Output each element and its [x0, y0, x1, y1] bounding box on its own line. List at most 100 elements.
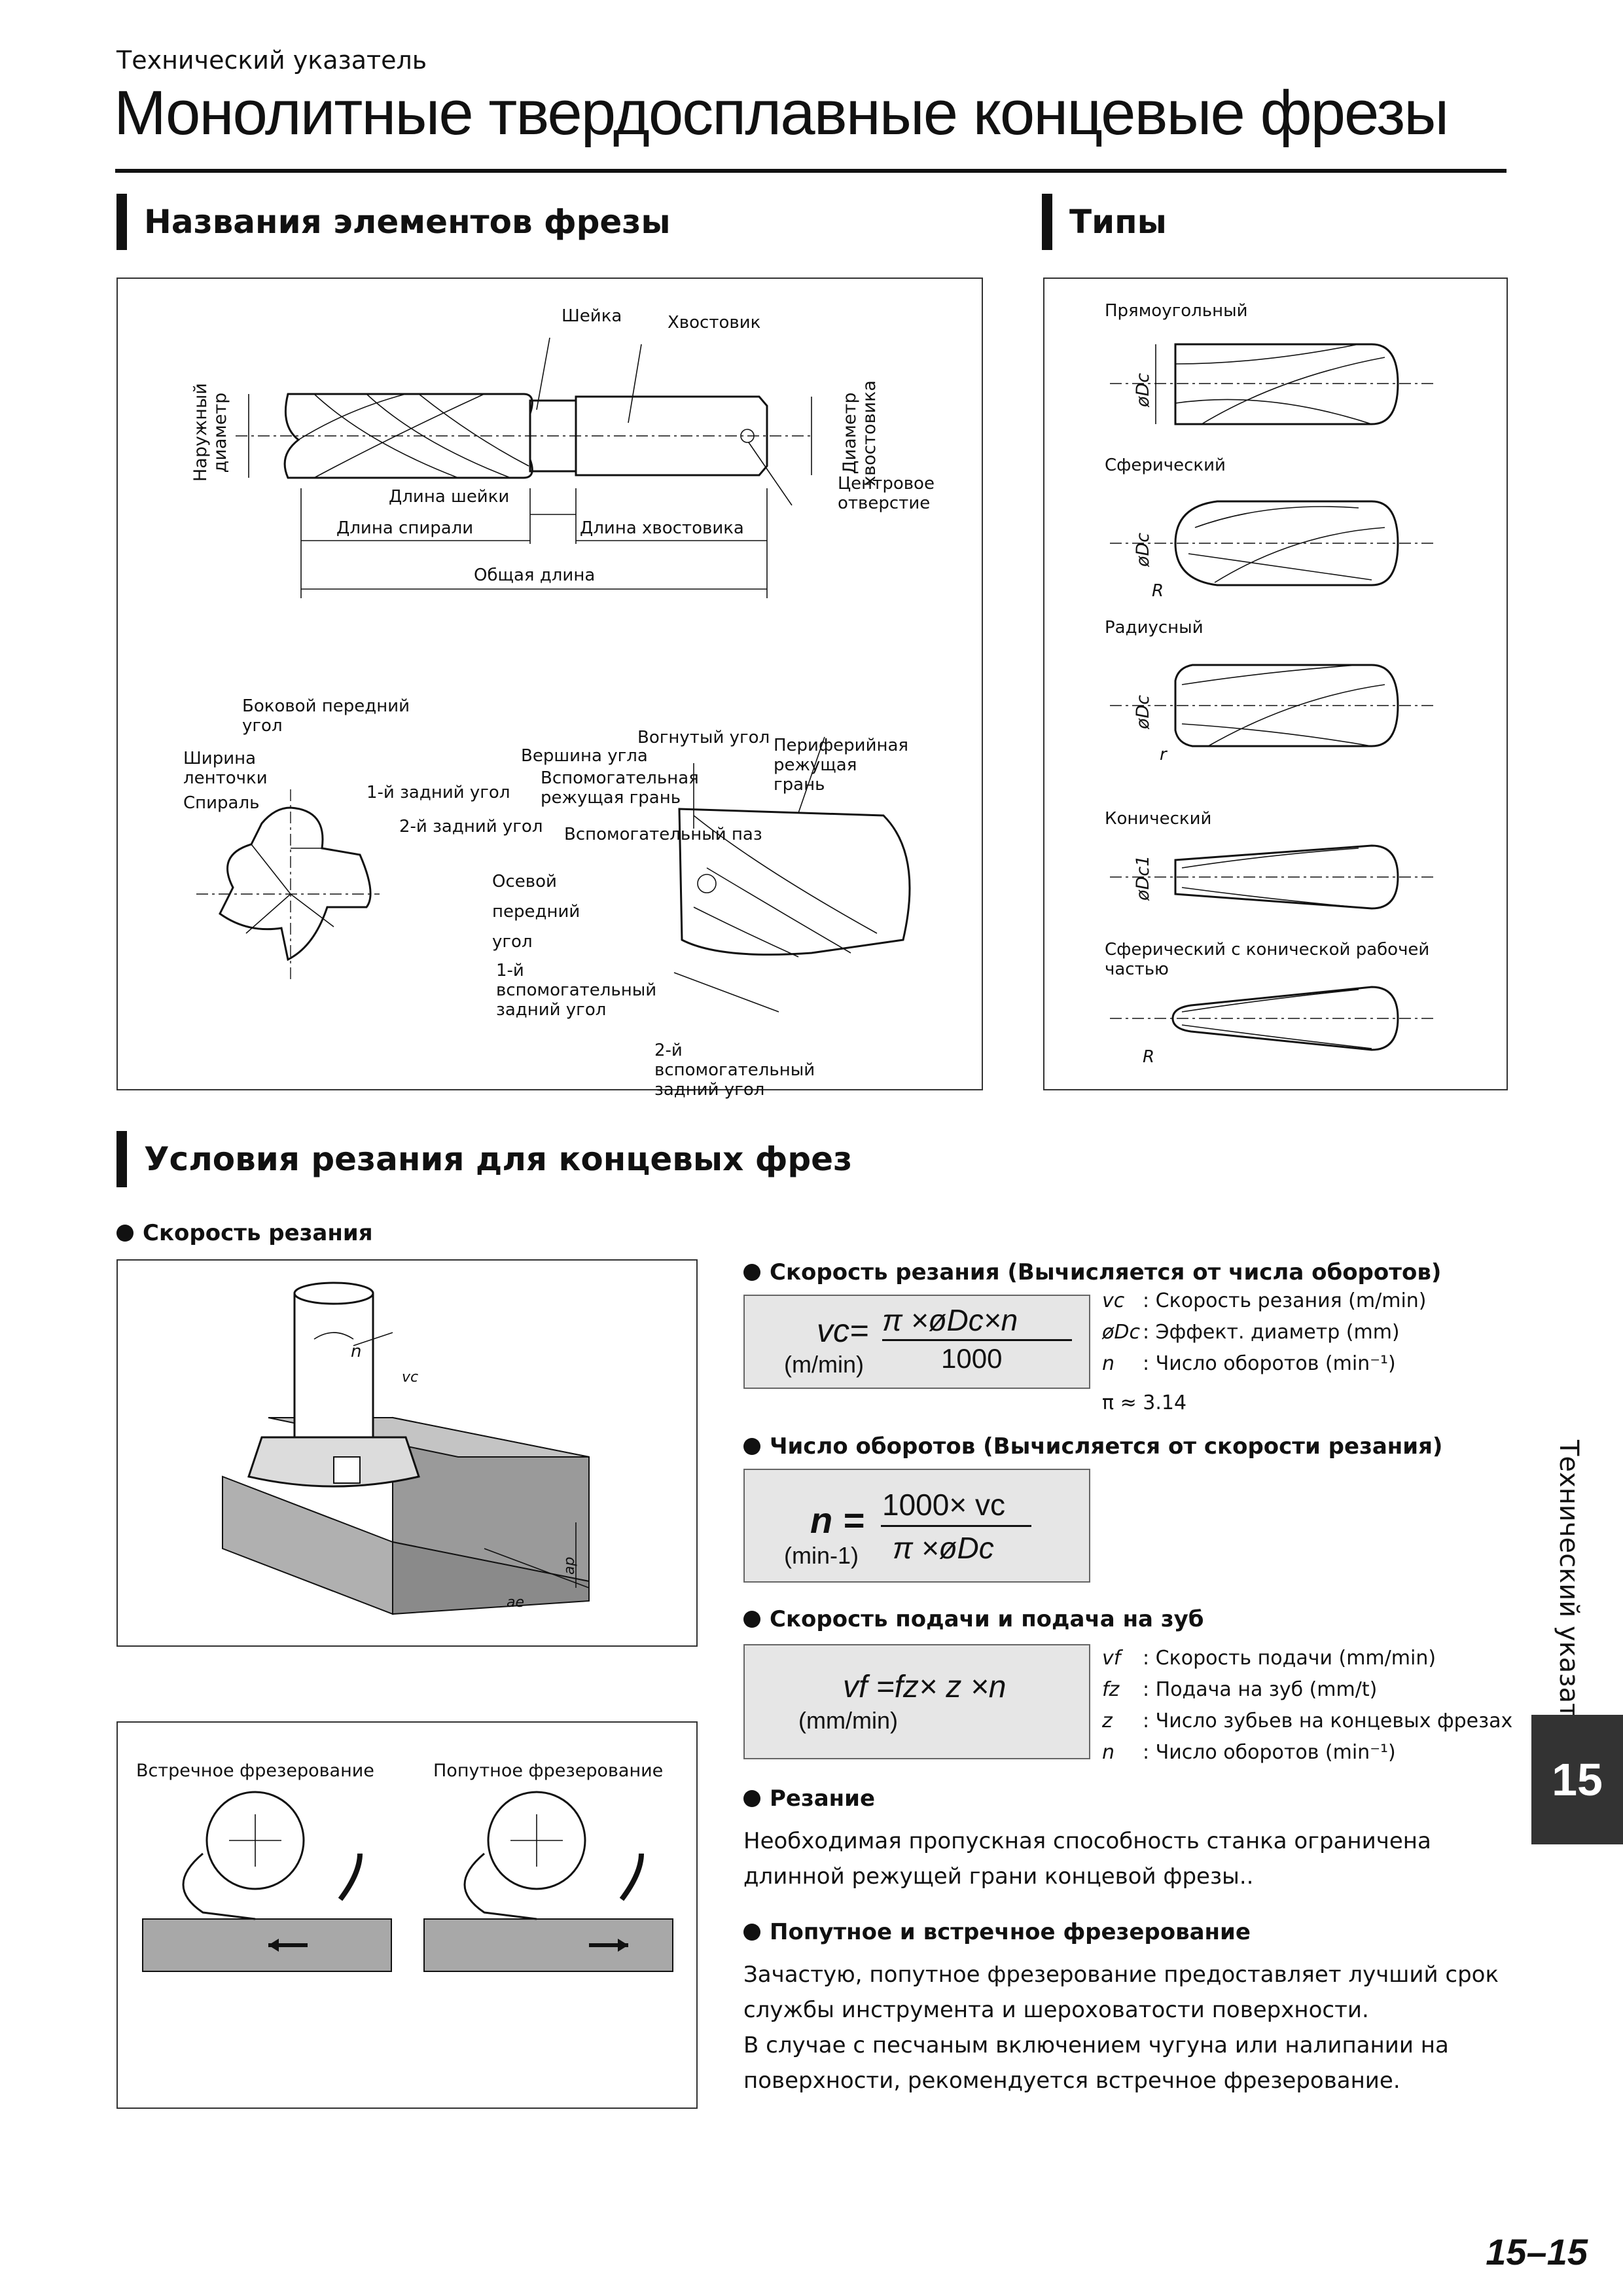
- legend-sym: n: [1102, 1741, 1115, 1764]
- type-radius-radius: r: [1160, 745, 1167, 764]
- vc-numerator: π ×øDc×n: [882, 1303, 1018, 1337]
- pi-note: π ≈ 3.14: [1102, 1391, 1187, 1414]
- bullet-icon: [743, 1264, 760, 1281]
- label-end-secondary-relief: 2-й вспомогательный задний угол: [654, 1041, 815, 1100]
- heading-bar: [1042, 194, 1052, 250]
- label-overall-length: Общая длина: [474, 565, 596, 585]
- fraction-bar: [882, 1339, 1072, 1341]
- legend-row: n : Число оборотов (min⁻¹): [1102, 1348, 1427, 1380]
- type-radius-dim: øDc: [1133, 694, 1153, 729]
- label-shank: Хвостовик: [668, 313, 761, 332]
- legend-text: : Число зубьев на концевых фрезах: [1143, 1710, 1513, 1732]
- label-corner: Вершина угла: [521, 746, 648, 766]
- types-heading-text: Типы: [1069, 203, 1167, 241]
- type-ball-taper-label: Сферический с конической рабочей частью: [1105, 940, 1430, 979]
- speed-heading: Скорость резания: [116, 1220, 373, 1246]
- type-taper-dim: øDc1: [1133, 855, 1153, 901]
- label-land-width: Ширина ленточки: [183, 749, 268, 788]
- n-formula-box: n = (min-1) 1000× vc π ×øDc: [743, 1469, 1090, 1583]
- n-heading: Число оборотов (Вычисляется от скорости …: [743, 1433, 1442, 1460]
- type-radius-label: Радиусный: [1105, 618, 1204, 637]
- feed-unit: (mm/min): [798, 1707, 898, 1734]
- label-concave-angle: Вогнутый угол: [637, 728, 770, 747]
- feed-heading: Скорость подачи и подача на зуб: [743, 1606, 1204, 1632]
- fig-label-ap: ap: [562, 1556, 578, 1575]
- legend-sym: fz: [1102, 1678, 1120, 1701]
- legend-row: fz : Подача на зуб (mm/t): [1102, 1674, 1512, 1706]
- label-end-primary-relief: 1-й вспомогательный задний угол: [496, 961, 657, 1020]
- milling-text-1: Зачастую, попутное фрезерование предоста…: [743, 1962, 1499, 2023]
- legend-sym: vf: [1102, 1647, 1121, 1670]
- n-unit: (min-1): [784, 1542, 859, 1569]
- bullet-icon: [743, 1438, 760, 1455]
- types-frame: Прямоугольный øDc Сферический øDc R Ради…: [1043, 278, 1508, 1090]
- parts-diagram-frame: Шейка Хвостовик Наружный диаметр Диаметр…: [116, 278, 983, 1100]
- legend-text: : Число оборотов (min⁻¹): [1143, 1352, 1396, 1375]
- label-secondary-relief: 2-й задний угол: [399, 817, 543, 836]
- fig-label-vc: vc: [402, 1369, 419, 1386]
- type-ball-taper-radius: R: [1143, 1047, 1155, 1067]
- label-end-gash: Вспомогательный паз: [564, 825, 762, 844]
- bullet-icon: [743, 1611, 760, 1628]
- fraction-bar: [881, 1525, 1031, 1527]
- type-ball-radius: R: [1152, 581, 1164, 601]
- label-axial-rake: Осевой передний угол: [492, 872, 580, 952]
- milling-figure: [142, 1791, 673, 1972]
- speed-heading-text: Скорость резания: [143, 1220, 373, 1246]
- label-climb-milling: Попутное фрезерование: [433, 1761, 664, 1781]
- label-flute-length: Длина спирали: [336, 518, 474, 538]
- label-radial-rake: Боковой передний угол: [242, 696, 410, 736]
- label-conventional-milling: Встречное фрезерование: [136, 1761, 374, 1781]
- legend-text: : Скорость резания (m/min): [1143, 1289, 1427, 1312]
- conditions-heading: Условия резания для концевых фрез: [116, 1131, 852, 1187]
- feed-legend: vf: Скорость подачи (mm/min) fz : Подача …: [1102, 1643, 1512, 1768]
- bullet-icon: [116, 1225, 134, 1242]
- label-outer-diameter: Наружный диаметр: [190, 383, 230, 482]
- legend-row: vf: Скорость подачи (mm/min): [1102, 1643, 1512, 1674]
- vc-lhs: vc=: [817, 1312, 869, 1349]
- feed-formula: vf =fz× z ×n: [843, 1670, 1007, 1704]
- feed-heading-text: Скорость подачи и подача на зуб: [770, 1606, 1204, 1632]
- vc-unit: (m/min): [784, 1351, 864, 1378]
- section-label: Технический указатель: [116, 46, 427, 75]
- legend-sym: z: [1102, 1710, 1113, 1732]
- conditions-heading-text: Условия резания для концевых фрез: [144, 1140, 853, 1178]
- legend-text: : Эффект. диаметр (mm): [1143, 1321, 1400, 1344]
- label-shank-length: Длина хвостовика: [580, 518, 744, 538]
- heading-bar: [116, 1131, 127, 1187]
- heading-bar: [116, 194, 127, 250]
- chapter-number: 15: [1552, 1754, 1603, 1805]
- types-drawings: [1110, 343, 1437, 1051]
- legend-sym: vc: [1102, 1289, 1125, 1312]
- cutting-text: Необходимая пропускная способность станк…: [743, 1828, 1431, 1890]
- cutting-heading: Резание: [743, 1785, 875, 1812]
- parts-heading: Названия элементов фрезы: [116, 194, 671, 250]
- label-center-hole: Центровое отверстие: [838, 474, 935, 513]
- vc-formula-box: vc= (m/min) π ×øDc×n 1000: [743, 1295, 1090, 1389]
- vc-legend: vc : Скорость резания (m/min) øDc: Эффект…: [1102, 1285, 1427, 1419]
- legend-sym: øDc: [1102, 1321, 1140, 1344]
- speed-figure: [222, 1282, 590, 1615]
- vc-denominator: 1000: [941, 1343, 1003, 1374]
- vc-heading-text: Скорость резания (Вычисляется от числа о…: [770, 1259, 1442, 1285]
- title-rule: [115, 169, 1507, 173]
- label-primary-relief: 1-й задний угол: [366, 783, 510, 802]
- fig-label-ae: ae: [507, 1594, 525, 1611]
- chapter-tab[interactable]: 15: [1531, 1715, 1623, 1844]
- legend-text: : Подача на зуб (mm/t): [1143, 1678, 1378, 1701]
- type-square-label: Прямоугольный: [1105, 301, 1248, 321]
- fig-label-n: n: [351, 1342, 362, 1361]
- label-end-cutting-edge: Вспомогательная режущая грань: [541, 768, 699, 808]
- type-ball-dim: øDc: [1133, 532, 1153, 567]
- legend-sym: n: [1102, 1352, 1115, 1375]
- legend-row: z : Число зубьев на концевых фрезах: [1102, 1706, 1512, 1737]
- types-heading: Типы: [1042, 194, 1167, 250]
- label-neck: Шейка: [562, 306, 622, 326]
- page-title: Монолитные твердосплавные концевые фрезы: [114, 78, 1449, 148]
- n-numerator: 1000× vc: [882, 1488, 1005, 1522]
- milling-heading: Попутное и встречное фрезерование: [743, 1919, 1251, 1945]
- label-neck-length: Длина шейки: [389, 487, 510, 507]
- n-denominator: π ×øDc: [893, 1531, 994, 1565]
- legend-row: vc : Скорость резания (m/min): [1102, 1285, 1427, 1317]
- milling-heading-text: Попутное и встречное фрезерование: [770, 1919, 1251, 1945]
